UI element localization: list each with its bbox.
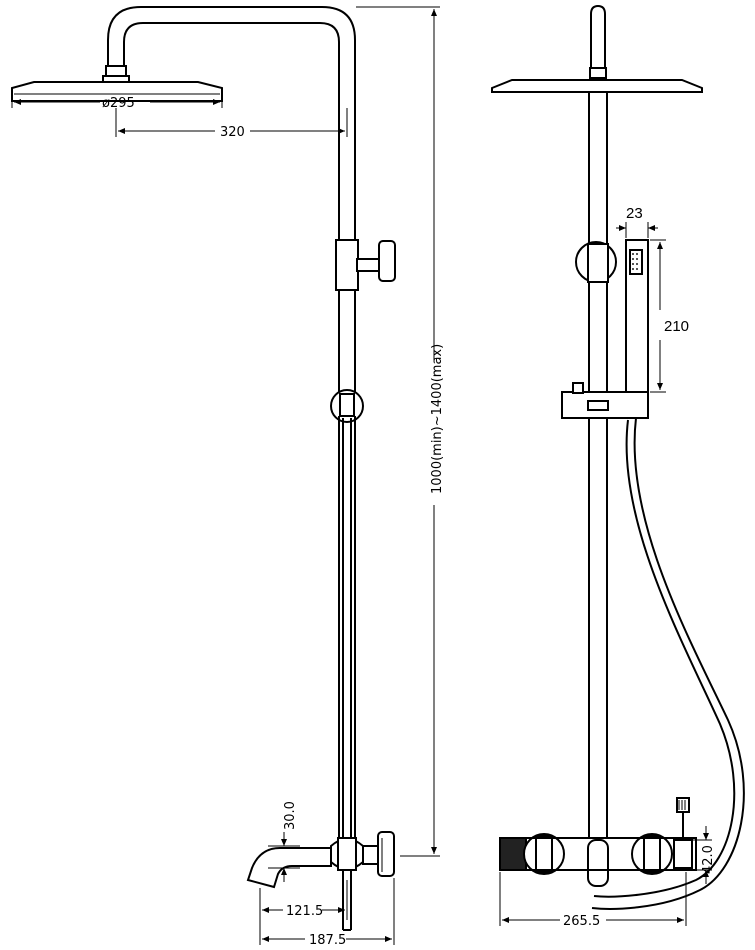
side-shower-head [491,79,703,93]
handset-spray-holes-icon [632,253,638,270]
dim-arm-reach: 320 [220,125,245,140]
dim-outlet-height: 42.0 [701,845,716,874]
front-shower-arm [107,6,356,240]
front-view: ø295 320 1000(min)~1400(max) 30.0 121.5 … [11,6,445,948]
front-diverter-knob [378,240,396,282]
side-mixer-handle-cap [499,837,527,871]
front-bath-spout [246,847,332,889]
dim-mixer-width: 265.5 [563,914,600,929]
dim-height-range: 1000(min)~1400(max) [430,344,445,494]
dim-head-diameter: ø295 [102,96,135,111]
front-mixer-handle [377,831,395,877]
side-diverter-valve [587,839,609,887]
dim-overall-projection: 187.5 [309,933,346,948]
dim-handset-length: 210 [664,318,689,335]
side-shower-arm [590,4,606,71]
dim-spout-height: 30.0 [283,801,298,830]
dim-handset-width: 23 [626,205,643,222]
side-view: 23 210 42.0 265.5 [491,4,745,929]
front-riser-sleeve [335,239,359,291]
dim-spout-projection: 121.5 [286,904,323,919]
side-hose [591,417,745,910]
